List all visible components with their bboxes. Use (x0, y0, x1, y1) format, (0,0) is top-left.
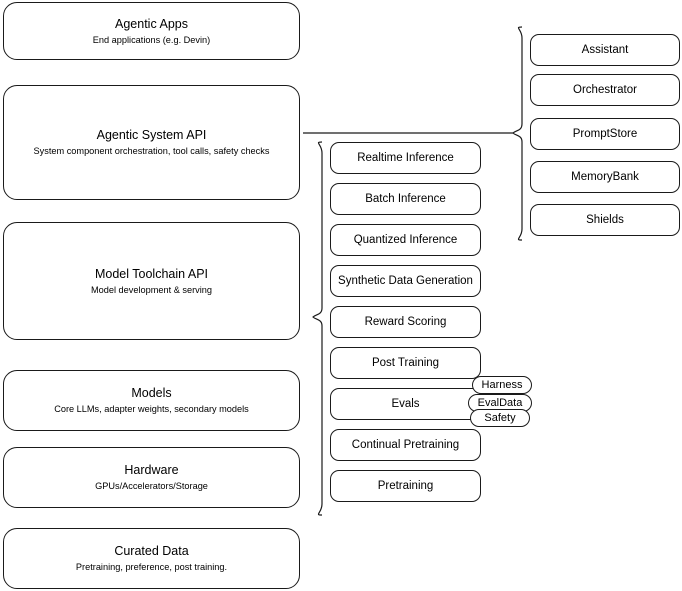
layer-title: Agentic Apps (115, 16, 188, 31)
component-promptstore[interactable]: PromptStore (530, 118, 680, 150)
layer-card-agentic-system-api[interactable]: Agentic System API System component orch… (3, 85, 300, 200)
capability-label: Evals (391, 397, 420, 410)
layer-subtitle: System component orchestration, tool cal… (33, 146, 270, 156)
layer-subtitle: GPUs/Accelerators/Storage (95, 481, 208, 491)
layer-card-agentic-apps[interactable]: Agentic Apps End applications (e.g. Devi… (3, 2, 300, 60)
component-label: Shields (586, 213, 624, 226)
capability-reward-scoring[interactable]: Reward Scoring (330, 306, 481, 338)
capability-post-training[interactable]: Post Training (330, 347, 481, 379)
capability-realtime-inference[interactable]: Realtime Inference (330, 142, 481, 174)
capability-label: Batch Inference (365, 192, 446, 205)
layer-card-model-toolchain-api[interactable]: Model Toolchain API Model development & … (3, 222, 300, 340)
component-assistant[interactable]: Assistant (530, 34, 680, 66)
component-label: Orchestrator (573, 83, 637, 96)
layer-title: Agentic System API (96, 128, 207, 142)
capability-quantized-inference[interactable]: Quantized Inference (330, 224, 481, 256)
layer-card-curated-data[interactable]: Curated Data Pretraining, preference, po… (3, 528, 300, 589)
eval-pill-harness[interactable]: Harness (472, 376, 532, 394)
layer-card-models[interactable]: Models Core LLMs, adapter weights, secon… (3, 370, 300, 431)
component-label: PromptStore (572, 127, 638, 140)
component-shields[interactable]: Shields (530, 204, 680, 236)
capability-batch-inference[interactable]: Batch Inference (330, 183, 481, 215)
component-label: Assistant (581, 43, 629, 56)
capability-label: Realtime Inference (357, 151, 454, 164)
layer-title: Models (131, 386, 172, 400)
capability-label: Post Training (371, 356, 440, 369)
capability-evals[interactable]: Evals (330, 388, 481, 420)
component-label: MemoryBank (571, 170, 639, 183)
capability-label: Reward Scoring (364, 315, 447, 328)
capability-synthetic-data-generation[interactable]: Synthetic Data Generation (330, 265, 481, 297)
layer-card-hardware[interactable]: Hardware GPUs/Accelerators/Storage (3, 447, 300, 508)
layer-subtitle: Pretraining, preference, post training. (75, 562, 228, 572)
capability-label: Continual Pretraining (351, 438, 460, 451)
layer-subtitle: Model development & serving (90, 284, 213, 295)
layer-title: Curated Data (114, 544, 189, 558)
capability-label: Quantized Inference (353, 233, 458, 246)
capability-continual-pretraining[interactable]: Continual Pretraining (330, 429, 481, 461)
eval-pill-label: Harness (481, 379, 523, 391)
eval-pill-label: Safety (484, 412, 516, 424)
eval-pill-label: EvalData (477, 397, 523, 409)
component-orchestrator[interactable]: Orchestrator (530, 74, 680, 106)
capability-pretraining[interactable]: Pretraining (330, 470, 481, 502)
component-memorybank[interactable]: MemoryBank (530, 161, 680, 193)
capability-label: Synthetic Data Generation (338, 274, 473, 287)
layer-subtitle: Core LLMs, adapter weights, secondary mo… (54, 404, 249, 414)
eval-pill-safety[interactable]: Safety (470, 409, 530, 427)
layer-title: Hardware (124, 463, 179, 477)
capability-label: Pretraining (377, 479, 434, 492)
layer-subtitle: End applications (e.g. Devin) (92, 34, 211, 45)
layer-title: Model Toolchain API (94, 266, 209, 281)
